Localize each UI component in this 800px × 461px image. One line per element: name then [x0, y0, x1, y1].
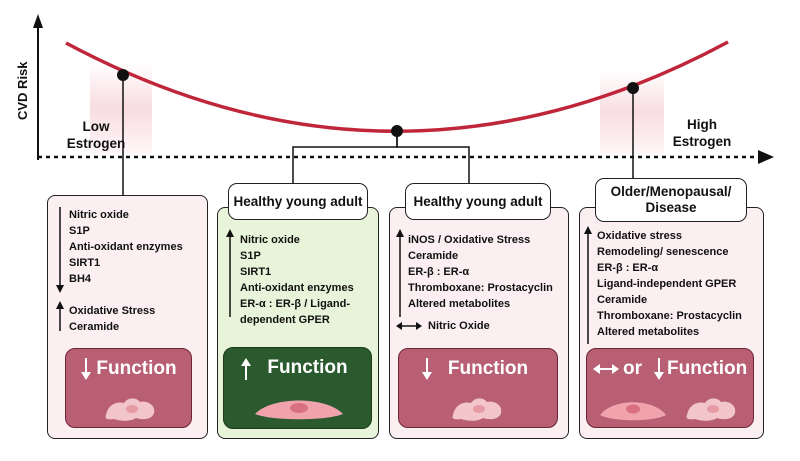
panel3-increased-list: iNOS / Oxidative Stress Ceramide ER-β : … [408, 232, 553, 312]
list-item: SIRT1 [69, 257, 101, 269]
damaged-cell-icon [452, 398, 502, 421]
list-item: Nitric oxide [69, 209, 129, 221]
list-item: Oxidative Stress [69, 305, 156, 317]
up-arrow-icon [56, 301, 64, 309]
list-item: Nitric Oxide [428, 320, 490, 332]
healthy-cell-icon [255, 400, 343, 420]
list-item: S1P [240, 250, 261, 262]
panel4-increased-list: Oxidative stress Remodeling/ senescence … [597, 228, 742, 340]
list-item: ER-β : ER-α [597, 262, 659, 274]
list-item: Oxidative stress [597, 230, 682, 242]
function-down-arrow-icon [422, 358, 432, 380]
list-item: BH4 [69, 273, 92, 285]
panel3-function-box: Function [398, 348, 558, 428]
list-item: Ceramide [69, 321, 120, 333]
function-label: Function [96, 358, 177, 379]
point-high-estrogen [627, 82, 639, 94]
list-item: ER-α : ER-β / Ligand-dependent GPER [240, 298, 351, 326]
list-item: SIRT1 [240, 266, 272, 278]
healthy-cell-icon [600, 402, 666, 421]
function-label: Function [447, 358, 529, 379]
panel1-increased-list: Oxidative Stress Ceramide [69, 303, 155, 335]
panel2-function-box: Function [223, 347, 372, 429]
function-label: Function [667, 358, 748, 379]
list-item: Nitric oxide [240, 234, 300, 246]
panel3-up-arrow-icon [396, 229, 404, 317]
low-estrogen-label: Low Estrogen [66, 119, 126, 151]
damaged-cell-icon [686, 398, 736, 421]
y-axis-label: CVD Risk [15, 61, 30, 120]
list-item: Ceramide [408, 250, 459, 262]
panel1-arrows [56, 207, 64, 331]
panel3-header: Healthy young adult [405, 183, 551, 220]
high-estrogen-label: High Estrogen [672, 117, 732, 149]
list-item: Anti-oxidant enzymes [240, 282, 354, 294]
function-double-arrow-icon [593, 364, 619, 374]
panel3-unchanged-list: Nitric Oxide [428, 318, 490, 334]
point-healthy-young [391, 125, 403, 137]
function-label: Function [267, 357, 348, 378]
y-axis-arrow-icon [33, 14, 43, 28]
list-item: iNOS / Oxidative Stress [408, 234, 531, 246]
panel2-up-arrow-icon [226, 229, 234, 317]
panel1-function-box: Function [65, 348, 192, 428]
list-item: Ceramide [597, 294, 648, 306]
panel2-header: Healthy young adult [228, 183, 368, 220]
list-item: Altered metabolites [597, 326, 700, 338]
panel2-increased-list: Nitric oxide S1P SIRT1 Anti-oxidant enzy… [240, 232, 370, 328]
panel1-decreased-list: Nitric oxide S1P Anti-oxidant enzymes SI… [69, 207, 183, 287]
x-axis-arrow-icon [758, 150, 774, 164]
function-or-label: or [623, 358, 642, 379]
damaged-cell-icon [105, 398, 155, 421]
list-item: ER-β : ER-α [408, 266, 470, 278]
list-item: Ligand-independent GPER [597, 278, 737, 290]
panel4-function-box: or Function [586, 348, 754, 428]
list-item: Thromboxane: Prostacyclin [408, 282, 553, 294]
function-up-arrow-icon [241, 358, 251, 380]
list-item: Altered metabolites [408, 298, 511, 310]
panel4-header: Older/Menopausal/ Disease [595, 178, 747, 222]
panel4-up-arrow-icon [584, 226, 592, 344]
list-item: S1P [69, 225, 90, 237]
down-arrow-icon [56, 285, 64, 293]
double-arrow-icon [396, 322, 422, 330]
list-item: Anti-oxidant enzymes [69, 241, 183, 253]
function-down-arrow-icon [654, 358, 664, 380]
function-down-arrow-icon [81, 358, 91, 380]
list-item: Remodeling/ senescence [597, 246, 729, 258]
connector-young-right [396, 131, 470, 183]
point-low-estrogen [117, 69, 129, 81]
list-item: Thromboxane: Prostacyclin [597, 310, 742, 322]
